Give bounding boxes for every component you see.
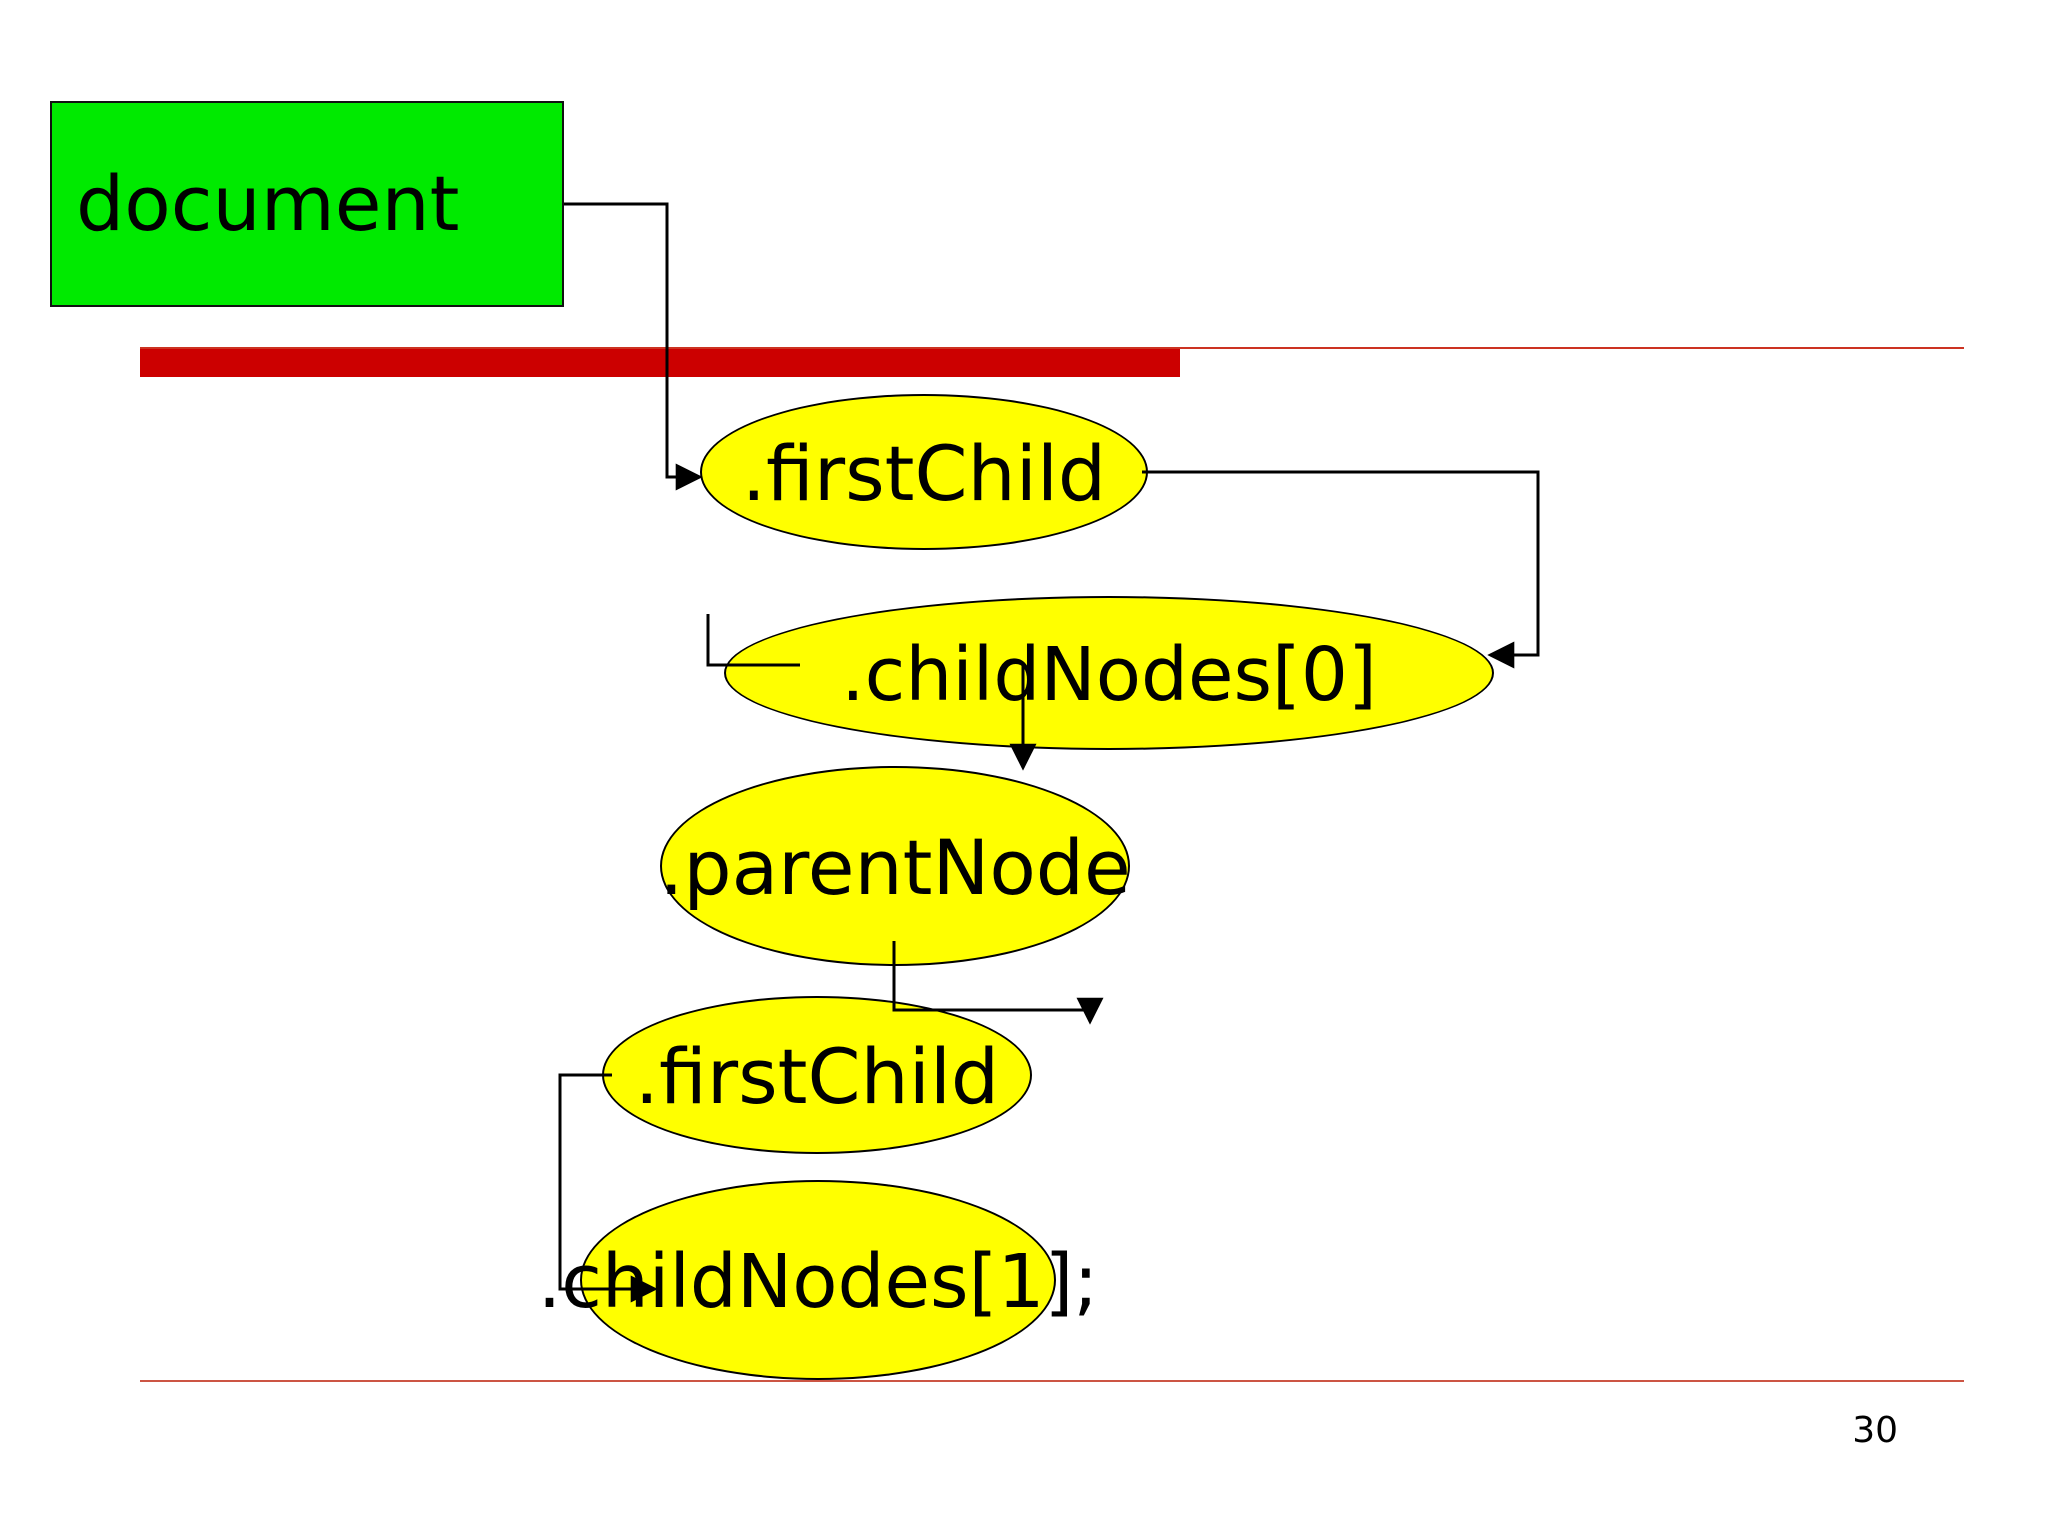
node-childnodes-0-label: .childNodes[0]: [841, 632, 1377, 718]
connector-document-to-firstchild-1: [564, 202, 703, 491]
document-node-box: document: [50, 101, 564, 307]
node-childnodes-0: .childNodes[0]: [724, 596, 1494, 750]
page-number: 30: [1852, 1410, 1898, 1451]
document-node-label: document: [76, 159, 460, 248]
node-firstchild-2: .firstChild: [602, 996, 1032, 1154]
node-firstchild-1-label: .firstChild: [741, 429, 1107, 518]
node-parentnode-label: .parentNode: [659, 823, 1131, 912]
node-firstchild-1: .firstChild: [700, 394, 1148, 550]
top-accent-bar: [140, 349, 1180, 377]
top-divider-rule: [140, 347, 1964, 349]
node-childnodes-1-label: .childNodes[1];: [537, 1239, 1099, 1325]
bottom-divider-rule: [140, 1380, 1964, 1382]
node-parentnode: .parentNode: [659, 766, 1131, 966]
node-childnodes-1: .childNodes[1];: [538, 1180, 1098, 1380]
node-firstchild-2-label: .firstChild: [634, 1032, 1000, 1121]
